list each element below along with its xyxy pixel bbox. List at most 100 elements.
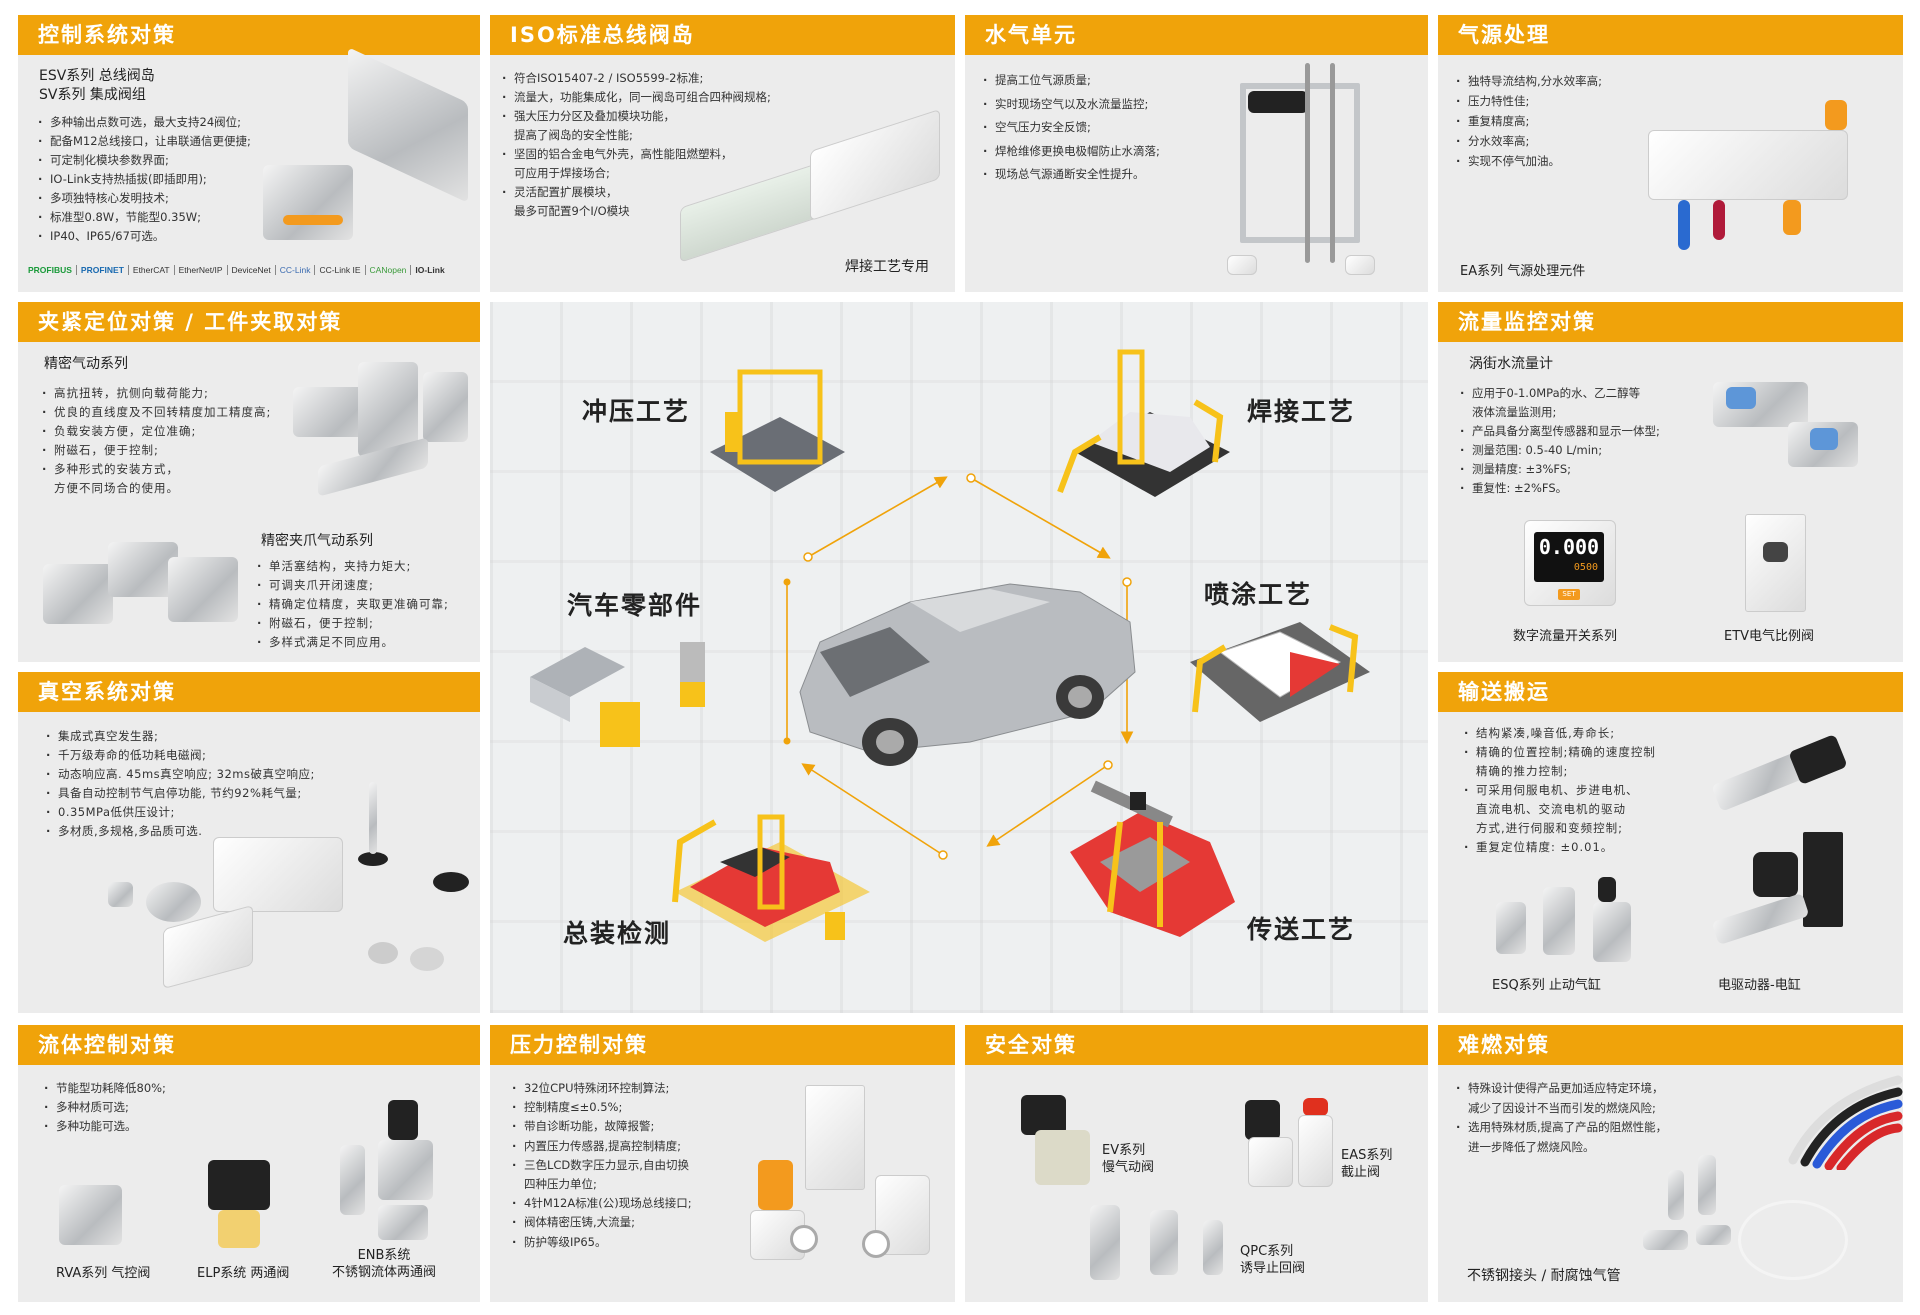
clear-tube-coil-image <box>1738 1200 1848 1280</box>
bullet-item: 0.35MPa低供压设计; <box>44 803 315 822</box>
bullet-item: 重复精度高; <box>1454 111 1602 131</box>
bullet-item: 多材质,多规格,多品质可选. <box>44 822 315 841</box>
bullet-item: 测量范围: 0.5-40 L/min; <box>1458 441 1660 460</box>
filter-bowl-image <box>1713 200 1725 240</box>
bullet-item: 集成式真空发生器; <box>44 727 315 746</box>
bullet-item: 实现不停气加油。 <box>1454 151 1602 171</box>
bullet-item: 流量大，功能集成化，同一阀岛可组合四种阀规格; <box>500 88 771 107</box>
panel-title: 夹紧定位对策 / 工件夹取对策 <box>18 302 480 342</box>
bullet-item: 防护等级IP65。 <box>510 1233 692 1252</box>
stand-base-image <box>1345 255 1375 275</box>
electric-cylinder-image <box>1711 892 1810 946</box>
panel-fluid-control: 流体控制对策 节能型功耗降低80%;多种材质可选;多种功能可选。 RVA系列 气… <box>18 1025 480 1302</box>
bullet-list: 特殊设计使得产品更加适应特定环境，减少了因设计不当而引发的燃烧风险;选用特殊材质… <box>1454 1079 1667 1157</box>
bullet-item: 多种功能可选。 <box>42 1117 166 1136</box>
bullet-item: 精确定位精度，夹取更准确可靠; <box>255 595 449 614</box>
label-welding: 焊接工艺 <box>1247 397 1356 426</box>
panel-title: 流量监控对策 <box>1438 302 1903 342</box>
bullet-item-continuation: 方便不同场合的使用。 <box>54 481 179 495</box>
bullet-item-continuation: 液体流量监测用; <box>1472 405 1557 419</box>
caption-qpc-line: QPC系列 <box>1240 1244 1294 1259</box>
pneumatic-cylinders-image <box>358 362 418 457</box>
bullet-list: 符合ISO15407-2 / ISO5599-2标准;流量大，功能集成化，同一阀… <box>500 69 771 221</box>
logo-ethernet-ip: EtherNet/IP <box>179 265 228 275</box>
subtitle: ESV系列 总线阀岛 SV系列 集成阀组 <box>39 67 155 105</box>
bullet-item: 多项独特核心发明技术; <box>36 189 251 208</box>
panel-control-system: 控制系统对策 ESV系列 总线阀岛 SV系列 集成阀组 多种输出点数可选，最大支… <box>18 15 480 292</box>
bullet-item: 单活塞结构，夹持力矩大; <box>255 557 449 576</box>
logo-cc-link-ie: CC-Link IE <box>319 265 366 275</box>
caption-eas-line: EAS系列 <box>1341 1148 1393 1163</box>
display-sub-value: 0500 <box>1573 562 1598 573</box>
caption-enb-line: 不锈钢流体两通阀 <box>332 1265 437 1280</box>
label-auto-parts: 汽车零部件 <box>567 591 703 620</box>
iso-valve-block-image <box>810 108 940 222</box>
caption-enb: ENB系统 不锈钢流体两通阀 <box>332 1247 436 1281</box>
process-cycle-arrows <box>530 349 1370 942</box>
regulator-knob-image <box>1825 100 1847 130</box>
pipe-image <box>1330 63 1335 263</box>
eas-valve-coil-image <box>1245 1100 1280 1140</box>
panel-title: 输送搬运 <box>1438 672 1903 712</box>
car-cutaway-image <box>799 583 1136 766</box>
subtitle-line: ESV系列 总线阀岛 <box>39 68 155 84</box>
stopper-cylinder-image <box>1543 887 1575 955</box>
bullet-item: 多种输出点数可选，最大支持24阀位; <box>36 113 251 132</box>
conveying-illustration <box>1070 780 1235 937</box>
caption-esq-series: ESQ系列 止动气缸 <box>1492 978 1601 993</box>
caption-digital-flow-switch: 数字流量开关系列 <box>1513 629 1618 644</box>
bullet-item: 可调夹爪开闭速度; <box>255 576 449 595</box>
stainless-fitting-image <box>1643 1230 1688 1250</box>
etv-display <box>1763 542 1788 562</box>
bullet-list: 高抗扭转，抗侧向载荷能力;优良的直线度及不回转精度加工精度高;负载安装方便，定位… <box>40 384 271 498</box>
bullet-item: 强大压力分区及叠加模块功能， <box>500 107 771 126</box>
bullet-item: 焊枪维修更换电极帽防止水滴落; <box>981 140 1160 164</box>
suction-cup-image <box>368 942 398 964</box>
welding-illustration <box>1057 349 1230 497</box>
panel-conveying: 输送搬运 结构紧凑,噪音低,寿命长;精确的位置控制;精确的速度控制精确的推力控制… <box>1438 672 1903 1013</box>
assembly-inspection-illustration <box>672 814 870 942</box>
bullet-item: 精确的位置控制;精确的速度控制 <box>1462 743 1656 762</box>
logo-io-link: IO-Link <box>415 265 445 275</box>
stopper-lever-image <box>1598 877 1616 902</box>
rotary-actuator-image <box>423 372 468 442</box>
bullet-item: 压力特性佳; <box>1454 91 1602 111</box>
subtitle-gripper-series: 精密夹爪气动系列 <box>261 533 373 549</box>
bullet-item: 三色LCD数字压力显示,自由切换 <box>510 1156 692 1175</box>
bullet-list: 节能型功耗降低80%;多种材质可选;多种功能可选。 <box>42 1079 166 1136</box>
servo-motor-image <box>1753 852 1798 897</box>
logo-ethercat: EtherCAT <box>133 265 175 275</box>
bullet-list: 单活塞结构，夹持力矩大;可调夹爪开闭速度;精确定位精度，夹取更准确可靠;附磁石，… <box>255 557 449 652</box>
bullet-item: 负载安装方便，定位准确; <box>40 422 271 441</box>
suction-cup-image <box>433 872 469 892</box>
bullet-item: 结构紧凑,噪音低,寿命长; <box>1462 724 1656 743</box>
panel-title: 安全对策 <box>965 1025 1428 1065</box>
bullet-item: 选用特殊材质,提高了产品的阻燃性能， <box>1454 1118 1667 1138</box>
panel-safety: 安全对策 EV系列 慢气动阀 EAS系列 截止阀 QPC系列 诱导止回阀 <box>965 1025 1428 1302</box>
bullet-item: 多样式满足不同应用。 <box>255 633 449 652</box>
bullet-item: 4针M12A标准(公)现场总线接口; <box>510 1194 692 1213</box>
water-air-unit-frame-image <box>1240 83 1360 243</box>
manifold-image <box>1248 91 1308 113</box>
enb-valve-fitting-image <box>378 1205 428 1240</box>
bullet-item: 附磁石，便于控制; <box>40 441 271 460</box>
stopper-cylinder-image <box>1496 902 1526 954</box>
electric-cylinder-bracket-image <box>1803 832 1843 927</box>
stand-base-image <box>1227 255 1257 275</box>
flow-switch-display: 0.000 0500 <box>1534 532 1604 582</box>
bullet-item-continuation: 减少了因设计不当而引发的燃烧风险; <box>1468 1100 1656 1115</box>
panel-air-treatment: 气源处理 独特导流结构,分水效率高;压力特性佳;重复精度高;分水效率高;实现不停… <box>1438 15 1903 292</box>
bullet-item: 多种材质可选; <box>42 1098 166 1117</box>
flowmeter-display <box>1810 428 1838 450</box>
bullet-item: 32位CPU特殊闭环控制算法; <box>510 1079 692 1098</box>
panel-flow-monitoring: 流量监控对策 涡街水流量计 应用于0-1.0MPa的水、乙二醇等液体流量监测用;… <box>1438 302 1903 662</box>
eas-red-handle-image <box>1303 1098 1328 1116</box>
bullet-list: 提高工位气源质量;实时现场空气以及水流量监控;空气压力安全反馈;焊枪维修更换电极… <box>981 69 1160 187</box>
bullet-item: 阀体精密压铸,大流量; <box>510 1213 692 1232</box>
vacuum-pad-base-image <box>146 882 201 922</box>
regulator-knob-image <box>758 1160 793 1210</box>
stamping-illustration <box>710 369 845 492</box>
bullet-item: 灵活配置扩展模块， <box>500 183 771 202</box>
stainless-fitting-image <box>1668 1170 1684 1220</box>
caption-ev-line: EV系列 <box>1102 1143 1146 1158</box>
